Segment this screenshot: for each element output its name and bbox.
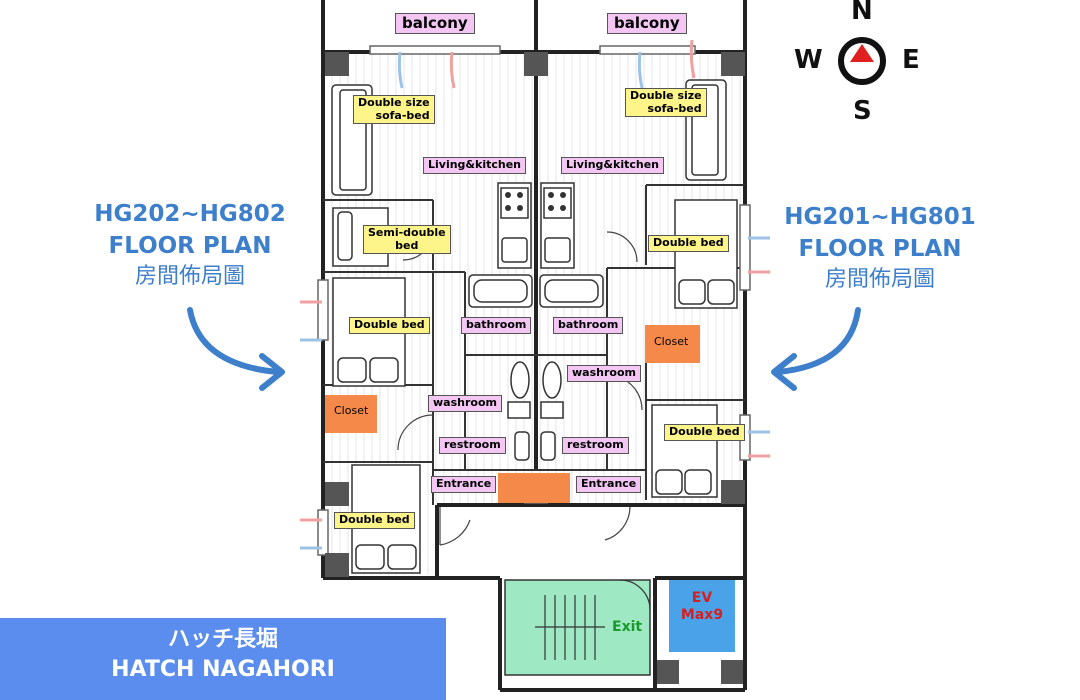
compass-east: E	[902, 45, 920, 75]
right-balcony-label: balcony	[607, 13, 687, 35]
right-entrance-label: Entrance	[576, 476, 642, 493]
left-entrance-label: Entrance	[431, 476, 497, 493]
compass-west: W	[794, 45, 823, 75]
right-double-bed-label-1: Double bed	[648, 235, 729, 252]
left-double-bed-label-2: Double bed	[334, 512, 415, 529]
elevator	[669, 580, 735, 652]
right-sofa-bed-line2: sofa-bed	[647, 101, 702, 115]
hotel-name-banner: ハッチ長堀 HATCH NAGAHORI	[0, 618, 446, 700]
left-sofa-bed-line1: Double size	[358, 96, 430, 109]
left-sofa-bed-label: Double size sofa-bed	[353, 95, 435, 125]
left-plan-subtitle: 房間佈局圖	[134, 264, 245, 289]
left-plan-arrow-icon	[187, 307, 285, 391]
left-plan-title-line2: FLOOR PLAN	[108, 233, 272, 259]
elevator-label-line1: EV	[691, 590, 713, 606]
compass-north: N	[851, 0, 873, 26]
right-double-bed-label-2: Double bed	[664, 424, 745, 441]
elevator-label: EV Max9	[669, 590, 735, 624]
left-plan-title: HG202~HG802 FLOOR PLAN 房間佈局圖	[80, 198, 300, 292]
right-sofa-bed-line1: Double size	[630, 89, 702, 102]
exit-label: Exit	[612, 619, 643, 635]
right-plan-arrow-icon	[771, 307, 861, 391]
right-plan-title: HG201~HG801 FLOOR PLAN 房間佈局圖	[770, 201, 990, 295]
left-living-kitchen-label: Living&kitchen	[423, 157, 527, 174]
hotel-name-japanese: ハッチ長堀	[167, 627, 278, 652]
right-plan-title-line2: FLOOR PLAN	[798, 236, 962, 262]
left-plan-title-line1: HG202~HG802	[94, 201, 286, 227]
left-bathroom-label: bathroom	[461, 317, 532, 334]
left-washroom-label: washroom	[428, 395, 502, 412]
left-restroom-label: restroom	[439, 437, 506, 454]
right-restroom-label: restroom	[562, 437, 629, 454]
left-closet-label: Closet	[330, 404, 373, 419]
hotel-name-english: HATCH NAGAHORI	[111, 657, 335, 682]
left-double-bed-label-1: Double bed	[349, 317, 430, 334]
right-plan-title-line1: HG201~HG801	[784, 204, 976, 230]
right-living-kitchen-label: Living&kitchen	[561, 157, 665, 174]
right-washroom-label: washroom	[567, 365, 641, 382]
left-semi-double-line1: Semi-double	[368, 226, 446, 239]
compass-icon	[838, 37, 886, 85]
left-semi-double-bed-label: Semi-double bed	[363, 225, 451, 255]
right-plan-subtitle: 房間佈局圖	[824, 267, 935, 292]
left-balcony-label: balcony	[395, 13, 475, 35]
left-semi-double-line2: bed	[395, 238, 419, 252]
elevator-label-line2: Max9	[680, 607, 724, 623]
right-bathroom-label: bathroom	[553, 317, 624, 334]
left-sofa-bed-line2: sofa-bed	[375, 108, 430, 122]
compass-south: S	[853, 96, 872, 126]
right-sofa-bed-label: Double size sofa-bed	[625, 88, 707, 118]
right-closet-label: Closet	[650, 335, 693, 350]
